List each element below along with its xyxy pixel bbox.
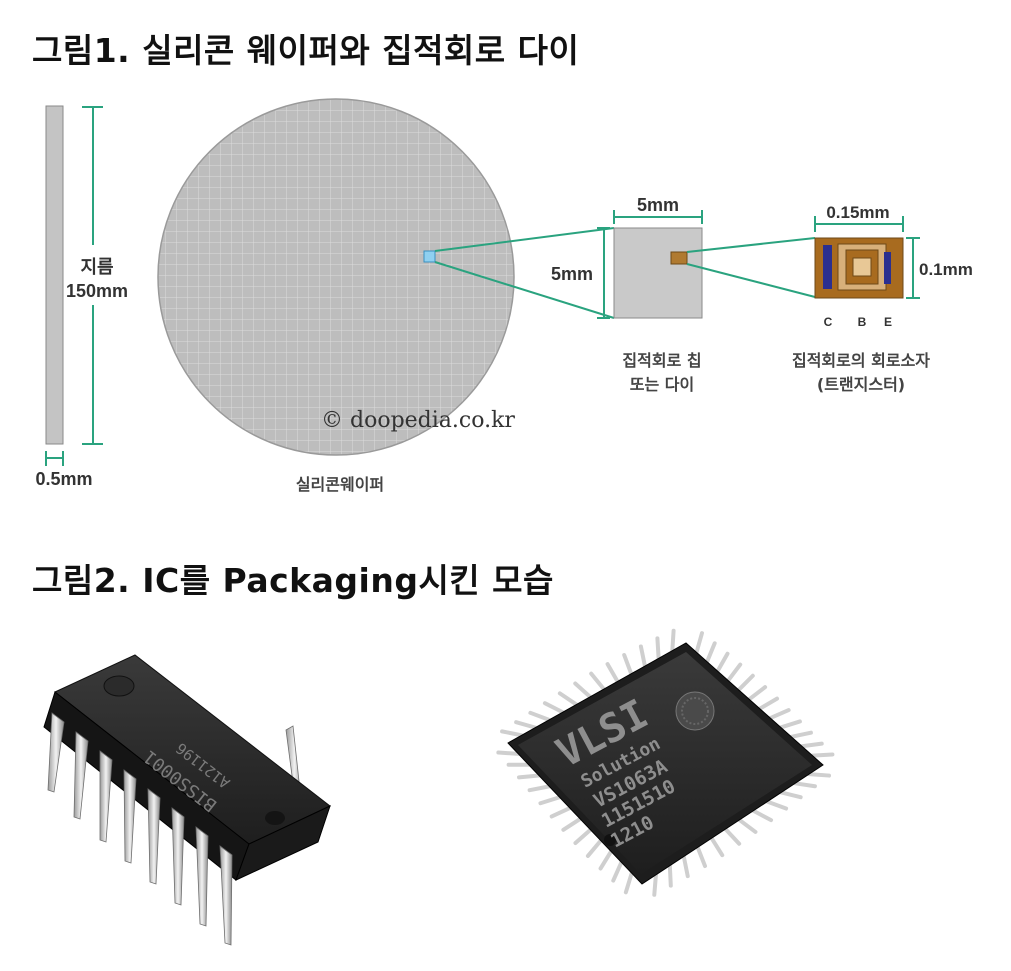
qfp-pin xyxy=(753,811,771,820)
qfp-pin xyxy=(739,676,753,690)
qfp-pin xyxy=(767,802,786,809)
diameter-label-line1: 지름 xyxy=(80,257,113,277)
zoom-lines-chip-to-transistor xyxy=(687,238,815,297)
qfp-pin xyxy=(728,665,740,681)
diameter-label-line2: 150mm xyxy=(66,281,128,301)
wafer-side-view xyxy=(46,106,63,444)
qfp-pin xyxy=(707,643,715,661)
qfp-pin xyxy=(749,687,765,699)
qfp-pin xyxy=(601,851,611,868)
watermark: © doopedia.co.kr xyxy=(321,408,515,433)
qfp-pin xyxy=(591,674,604,689)
transistor-width-label: 0.15mm xyxy=(826,203,889,222)
qfp-pin xyxy=(624,655,631,674)
chip-caption-line2: 또는 다이 xyxy=(630,375,694,394)
qfp-pin xyxy=(712,838,723,855)
qfp-pin xyxy=(608,664,618,681)
qfp-pin xyxy=(770,710,788,718)
terminal-c-label: C xyxy=(824,315,833,329)
qfp-package xyxy=(498,631,832,895)
ic-chip-die xyxy=(614,228,702,318)
chip-height-label: 5mm xyxy=(551,264,593,284)
qfp-pin xyxy=(795,783,815,786)
qfp-pin xyxy=(519,776,539,778)
qfp-pin xyxy=(760,699,777,709)
qfp-pin xyxy=(626,873,632,892)
transistor-caption-line2: (트랜지스터) xyxy=(817,375,905,394)
qfp-pin xyxy=(739,820,755,832)
qfp-pin xyxy=(540,797,559,803)
qfp-pin xyxy=(588,841,601,856)
chip-height-dimension xyxy=(597,228,610,318)
qfp-pin xyxy=(530,786,550,790)
qfp-pin xyxy=(516,722,535,727)
qfp-pin xyxy=(802,744,822,747)
qfp-pin xyxy=(718,654,728,671)
wafer-caption: 실리콘웨이퍼 xyxy=(296,475,384,494)
qfp-pin xyxy=(502,731,522,735)
qfp-pin xyxy=(563,819,580,830)
terminal-b-label: B xyxy=(858,315,867,329)
thickness-label: 0.5mm xyxy=(35,469,92,489)
qfp-pin xyxy=(684,857,688,877)
qfp-pin xyxy=(672,631,673,651)
transistor-height-dimension xyxy=(906,238,920,298)
qfp-pin xyxy=(654,875,656,895)
qfp-pin xyxy=(791,733,811,737)
transistor-height-label: 0.1mm xyxy=(919,260,973,279)
qfp-pin xyxy=(726,829,740,844)
qfp-pin xyxy=(498,752,518,753)
qfp-pin xyxy=(698,847,705,866)
qfp-pin xyxy=(575,830,590,843)
qfp-pin xyxy=(613,862,621,880)
qfp-pin xyxy=(560,693,577,704)
qfp-pin xyxy=(697,633,702,652)
qfp-pin xyxy=(575,683,590,696)
chip-caption-line1: 집적회로 칩 xyxy=(622,351,701,370)
qfp-pin xyxy=(641,646,645,666)
qfp-pin xyxy=(809,774,829,775)
qfp-pin xyxy=(781,792,800,797)
terminal-e-label: E xyxy=(884,315,892,329)
transistor xyxy=(815,238,903,298)
wafer-top-view xyxy=(158,99,514,455)
qfp-pin xyxy=(552,808,570,816)
qfp-pin xyxy=(545,703,563,712)
transistor-caption-line1: 집적회로의 회로소자 xyxy=(792,351,930,370)
qfp-pin xyxy=(781,721,800,727)
qfp-pin xyxy=(657,638,658,658)
qfp-pin xyxy=(530,713,549,720)
qfp-pin xyxy=(812,754,832,755)
qfp-pin xyxy=(670,866,671,886)
chip-width-label: 5mm xyxy=(637,195,679,215)
thickness-dimension xyxy=(46,451,63,466)
